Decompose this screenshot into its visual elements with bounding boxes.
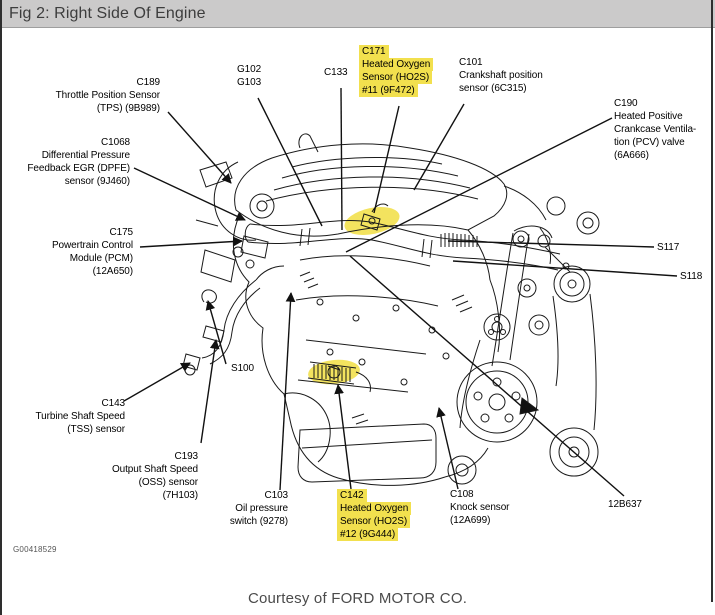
callout-line: C101 — [459, 57, 483, 68]
callout-line: G103 — [237, 77, 262, 88]
callout-line-highlighted: Sensor (HO2S) — [337, 515, 411, 528]
leader-c143 — [123, 362, 191, 402]
callout-line-highlighted: Heated Oxygen — [337, 502, 412, 515]
callout-line-highlighted: #12 (9G444) — [337, 528, 399, 541]
credit-line: Courtesy of FORD MOTOR CO. — [247, 590, 468, 607]
leader-c189 — [167, 111, 232, 184]
callout-line: S118 — [680, 271, 703, 282]
leader-s100 — [205, 300, 227, 365]
callout-line: S117 — [657, 242, 680, 253]
callout-line: (TSS) sensor — [67, 424, 125, 435]
callout-line: C190 — [614, 98, 638, 109]
callout-line: C193 — [174, 451, 198, 462]
leader-c175 — [139, 236, 243, 248]
leader-c171 — [373, 105, 400, 214]
callout-c175: C175 Powertrain Control Module (PCM) (12… — [23, 226, 133, 278]
callout-c171-highlighted: C171 Heated Oxygen Sensor (HO2S) #11 (9F… — [359, 45, 457, 97]
callout-line-highlighted: Sensor (HO2S) — [359, 71, 433, 84]
leader-g102 — [257, 97, 323, 227]
callout-line: (6A666) — [614, 150, 649, 161]
figure-title-bar: Fig 2: Right Side Of Engine — [0, 0, 715, 28]
figure-title: Fig 2: Right Side Of Engine — [9, 4, 206, 22]
callout-c189: C189 Throttle Position Sensor (TPS) (9B9… — [30, 76, 160, 115]
callout-line-highlighted: Heated Oxygen — [359, 58, 434, 71]
callout-g102-g103: G102 G103 — [237, 63, 297, 89]
callout-line: C1068 — [101, 137, 130, 148]
callout-line: (OSS) sensor — [138, 477, 198, 488]
callout-line: Module (PCM) — [69, 253, 133, 264]
callout-line: Differential Pressure — [41, 150, 130, 161]
callout-line: Throttle Position Sensor — [55, 90, 160, 101]
leader-c190 — [345, 117, 613, 253]
callout-line: Oil pressure — [235, 503, 288, 514]
leader-12b637 — [349, 255, 625, 497]
callout-line: C143 — [101, 398, 125, 409]
callout-line-highlighted: C142 — [337, 489, 367, 502]
callout-12b637: 12B637 — [608, 498, 668, 511]
leader-lines — [123, 87, 678, 497]
leader-c1068 — [133, 167, 246, 221]
callout-line: C133 — [324, 67, 348, 78]
callout-c143: C143 Turbine Shaft Speed (TSS) sensor — [15, 397, 126, 436]
callout-line: (12A699) — [450, 515, 491, 526]
callout-line: switch (9278) — [229, 516, 288, 527]
leader-c101 — [413, 103, 465, 191]
callout-line: C108 — [450, 489, 474, 500]
callout-c190: C190 Heated Positive Crankcase Ventila- … — [614, 97, 712, 162]
callout-line: Crankshaft position — [459, 70, 543, 81]
callout-line: (TPS) (9B989) — [96, 103, 160, 114]
callout-c108: C108 Knock sensor (12A699) — [450, 488, 550, 527]
leader-s117 — [447, 240, 655, 248]
figure-border-left — [0, 0, 2, 615]
callout-line: tion (PCV) valve — [614, 137, 685, 148]
callout-s100: S100 — [231, 362, 276, 375]
callout-line: Feedback EGR (DPFE) — [27, 163, 130, 174]
callout-line: Heated Positive — [614, 111, 683, 122]
callout-line-highlighted: C171 — [359, 45, 389, 58]
callout-line: Crankcase Ventila- — [614, 124, 697, 135]
callout-c133: C133 — [324, 66, 374, 79]
callout-line: sensor (9J460) — [64, 176, 130, 187]
leader-c133 — [340, 87, 343, 231]
callout-line: (12A650) — [92, 266, 133, 277]
figure-border-right — [711, 0, 713, 602]
callout-line: S100 — [231, 363, 254, 374]
callout-line: Powertrain Control — [51, 240, 133, 251]
leader-c103 — [279, 292, 296, 491]
engine-line-art — [182, 133, 600, 486]
highlight-ho2s-11-marker — [344, 207, 400, 235]
callout-line: (7H103) — [162, 490, 199, 501]
figure-code: G00418529 — [13, 545, 57, 554]
leader-c142 — [334, 384, 352, 490]
callout-line-highlighted: #11 (9F472) — [359, 84, 418, 97]
sensor-highlight-marks — [308, 207, 400, 385]
callout-line: Turbine Shaft Speed — [35, 411, 126, 422]
callout-line: G102 — [237, 64, 262, 75]
callout-line: C175 — [109, 227, 133, 238]
callout-line: C189 — [136, 77, 160, 88]
callout-line: Knock sensor — [450, 502, 510, 513]
callout-line: C103 — [264, 490, 288, 501]
callout-c1068: C1068 Differential Pressure Feedback EGR… — [6, 136, 130, 188]
leader-s118 — [452, 260, 678, 277]
callout-s118: S118 — [680, 270, 715, 283]
callout-line: sensor (6C315) — [459, 83, 527, 94]
callout-s117: S117 — [657, 241, 702, 254]
callout-c101: C101 Crankshaft position sensor (6C315) — [459, 56, 569, 95]
callout-c142-highlighted: C142 Heated Oxygen Sensor (HO2S) #12 (9G… — [337, 489, 450, 541]
callout-line: 12B637 — [608, 499, 642, 510]
leader-c193 — [200, 339, 220, 444]
callout-c103: C103 Oil pressure switch (9278) — [188, 489, 288, 528]
callout-line: Output Shaft Speed — [111, 464, 198, 475]
callout-c193: C193 Output Shaft Speed (OSS) sensor (7H… — [88, 450, 198, 502]
leader-c108 — [436, 407, 459, 490]
